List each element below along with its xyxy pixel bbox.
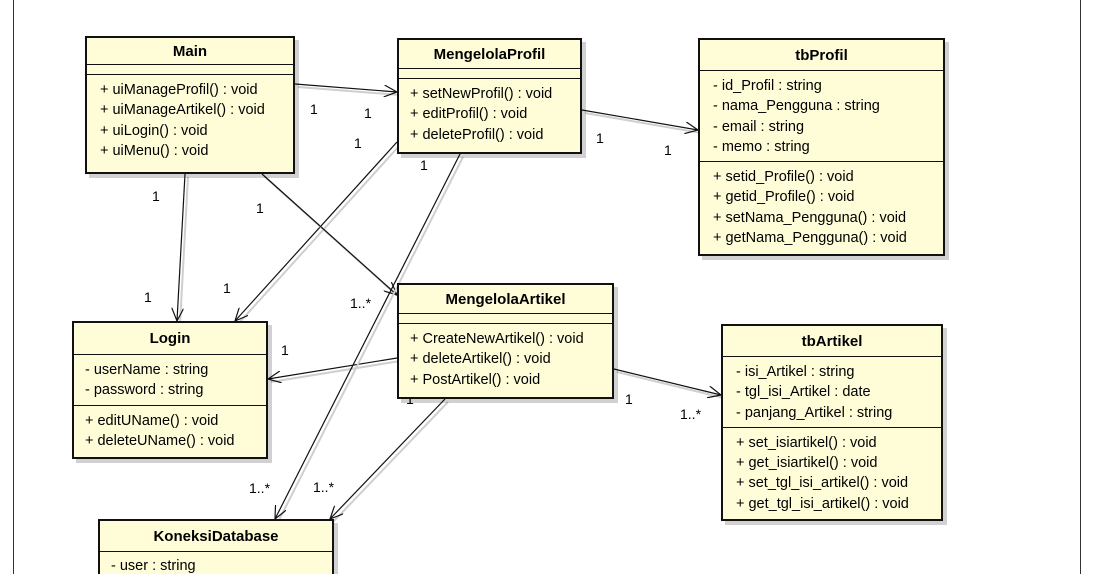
attribute-item: - password : string — [85, 382, 204, 399]
association-line[interactable] — [177, 173, 186, 321]
class-tb-artikel[interactable]: tbArtikel - isi_Artikel : string - tgl_is… — [721, 324, 943, 521]
class-login[interactable]: Login - userName : string - password : st… — [72, 321, 268, 459]
target-multiplicity: 1 — [223, 280, 231, 296]
method-item: + set_tgl_isi_artikel() : void — [736, 475, 909, 492]
source-multiplicity: 1 — [406, 391, 414, 407]
association-line-shadow — [237, 144, 401, 325]
method-item: + editUName() : void — [85, 412, 219, 429]
class-tb-profil[interactable]: tbProfil - id_Profil : string - nama_Peng… — [698, 38, 945, 256]
target-multiplicity: 1 — [144, 289, 152, 305]
attribute-item: - email : string — [713, 118, 805, 135]
attributes-section: - id_Profil : string - nama_Pengguna : st… — [700, 71, 943, 163]
association-line[interactable] — [330, 398, 446, 519]
attributes-section: - isi_Artikel : string - tgl_isi_Artikel … — [723, 357, 941, 428]
methods-section: + setid_Profile() : void + getid_Profile(… — [700, 162, 943, 252]
method-item: + CreateNewArtikel() : void — [410, 331, 584, 347]
method-item: + setNewProfil() : void — [410, 86, 553, 102]
methods-section: + setNewProfil() : void + editProfil() : … — [399, 79, 580, 149]
method-item: + uiManageProfil() : void — [100, 82, 258, 98]
attributes-section: - userName : string - password : string — [74, 355, 266, 406]
class-koneksi-database[interactable]: KoneksiDatabase - user : string — [98, 519, 334, 574]
attribute-item: - panjang_Artikel : string — [736, 404, 893, 421]
frame-right-border — [1080, 0, 1081, 574]
class-name: tbProfil — [700, 40, 943, 71]
association-line[interactable] — [261, 173, 397, 295]
method-item: + getNama_Pengguna() : void — [713, 230, 907, 247]
attribute-item: - memo : string — [713, 138, 810, 155]
source-multiplicity: 1 — [152, 188, 160, 204]
attributes-section — [399, 314, 612, 324]
attributes-section — [399, 69, 580, 79]
attribute-item: - isi_Artikel : string — [736, 364, 855, 380]
association-line-shadow — [616, 371, 725, 399]
method-item: + getid_Profile() : void — [713, 189, 855, 206]
association-line[interactable] — [581, 109, 698, 130]
class-mengelola-artikel[interactable]: MengelolaArtikel + CreateNewArtikel() : … — [397, 283, 614, 399]
attribute-item: - tgl_isi_Artikel : date — [736, 384, 871, 401]
source-multiplicity: 1 — [596, 130, 604, 146]
attributes-section: - user : string — [100, 552, 332, 574]
method-item: + deleteProfil() : void — [410, 126, 544, 143]
source-multiplicity: 1 — [420, 157, 428, 173]
association-line[interactable] — [613, 368, 721, 395]
class-mengelola-profil[interactable]: MengelolaProfil + setNewProfil() : void+… — [397, 38, 582, 154]
target-multiplicity: 1..* — [680, 406, 702, 422]
method-item: + get_tgl_isi_artikel() : void — [736, 495, 909, 512]
attribute-item: - userName : string — [85, 362, 209, 378]
target-multiplicity: 1 — [664, 142, 672, 158]
association-line-shadow — [297, 86, 401, 96]
target-multiplicity: 1 — [364, 105, 372, 121]
method-item: + setid_Profile() : void — [713, 169, 854, 186]
class-name: Login — [74, 323, 266, 355]
method-item: + PostArtikel() : void — [410, 371, 541, 388]
methods-section: + CreateNewArtikel() : void + deleteArtik… — [399, 324, 612, 394]
method-item: + setNama_Pengguna() : void — [713, 209, 907, 226]
association-line[interactable] — [268, 357, 398, 379]
association-line-shadow — [179, 176, 189, 325]
frame-left-border — [13, 0, 14, 574]
method-item: + deleteUName() : void — [85, 432, 235, 449]
association-line-shadow — [277, 156, 464, 523]
method-item: + deleteArtikel() : void — [410, 351, 551, 368]
source-multiplicity: 1 — [256, 200, 264, 216]
attribute-item: - user : string — [111, 558, 196, 574]
methods-section: + uiManageProfil() : void + uiManageArtik… — [87, 75, 293, 165]
class-main[interactable]: Main + uiManageProfil() : void+ uiManage… — [85, 36, 295, 174]
attributes-section — [87, 65, 293, 75]
methods-section: + set_isiartikel() : void + get_isiartike… — [723, 428, 941, 518]
class-name: tbArtikel — [723, 326, 941, 357]
method-item: + uiMenu() : void — [100, 142, 209, 159]
association-line-shadow — [584, 112, 702, 134]
source-multiplicity: 1 — [310, 101, 318, 117]
source-multiplicity: 1 — [354, 135, 362, 151]
target-multiplicity: 1..* — [350, 295, 372, 311]
association-line-shadow — [332, 401, 449, 523]
method-item: + set_isiartikel() : void — [736, 434, 877, 451]
source-multiplicity: 1 — [625, 391, 633, 407]
association-line[interactable] — [294, 83, 397, 92]
target-multiplicity: 1..* — [249, 480, 271, 496]
attribute-item: - id_Profil : string — [713, 78, 822, 94]
method-item: + get_isiartikel() : void — [736, 455, 878, 472]
target-multiplicity: 1 — [281, 342, 289, 358]
method-item: + editProfil() : void — [410, 106, 528, 123]
method-item: + uiManageArtikel() : void — [100, 102, 265, 119]
method-item: + uiLogin() : void — [100, 122, 208, 139]
class-name: Main — [87, 38, 293, 65]
attribute-item: - nama_Pengguna : string — [713, 98, 880, 115]
methods-section: + editUName() : void + deleteUName() : vo… — [74, 406, 266, 456]
target-multiplicity: 1..* — [313, 479, 335, 495]
class-name: KoneksiDatabase — [100, 521, 332, 552]
association-line[interactable] — [275, 153, 461, 519]
class-name: MengelolaProfil — [399, 40, 580, 69]
class-name: MengelolaArtikel — [399, 285, 612, 314]
association-line[interactable] — [235, 141, 398, 321]
association-line-shadow — [270, 360, 401, 383]
